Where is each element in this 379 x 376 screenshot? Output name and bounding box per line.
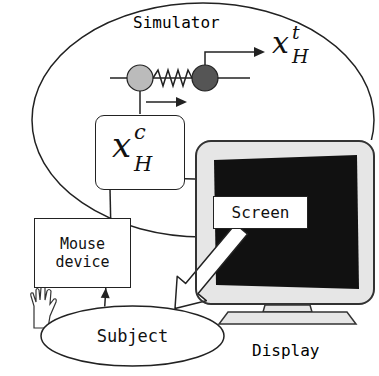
node-label: Screen [232,203,290,222]
math-subscript: H [292,46,309,68]
node-title: Simulator [133,14,220,32]
spring-symbol [153,70,192,86]
target-arrow-line [205,52,256,65]
monitor-screen [214,155,359,289]
connector-line [101,288,110,306]
subject-ellipse: Subject [40,305,225,367]
connector-stroke [109,190,111,218]
device-box: Mouse device [34,218,131,288]
monitor-box: DisplayScreen [195,140,375,305]
math-symbol: x [112,126,131,165]
math-subscript: H [134,152,152,176]
connector-stroke [185,178,195,180]
cursor-arrow-line [146,101,178,103]
cursor-arrow-head [176,97,187,107]
node-title: Display [252,342,319,360]
cursor-link [139,91,141,114]
monitor-bezel [195,140,375,305]
ellipse-shape [32,3,374,237]
arrow-head-to [101,288,110,298]
node-label: Mouse device [41,235,124,271]
ellipse-shape [41,306,224,366]
mass-light [127,65,153,91]
monitor-stand [219,312,356,324]
math-symbol: x [272,26,289,61]
mass-dark [192,65,218,91]
node-label: Subject [97,326,169,346]
connector-line [185,178,195,179]
screen-box: Screen [213,196,308,229]
variable-box: xcH [95,115,185,190]
target-arrow-head [254,47,265,57]
simulator-ellipse: SimulatorxcH [31,2,375,238]
math-superscript: t [292,22,300,44]
monitor-neck [263,305,312,312]
math-superscript: c [134,120,146,144]
connector-line [110,190,112,218]
ellipse-outline [31,2,375,238]
